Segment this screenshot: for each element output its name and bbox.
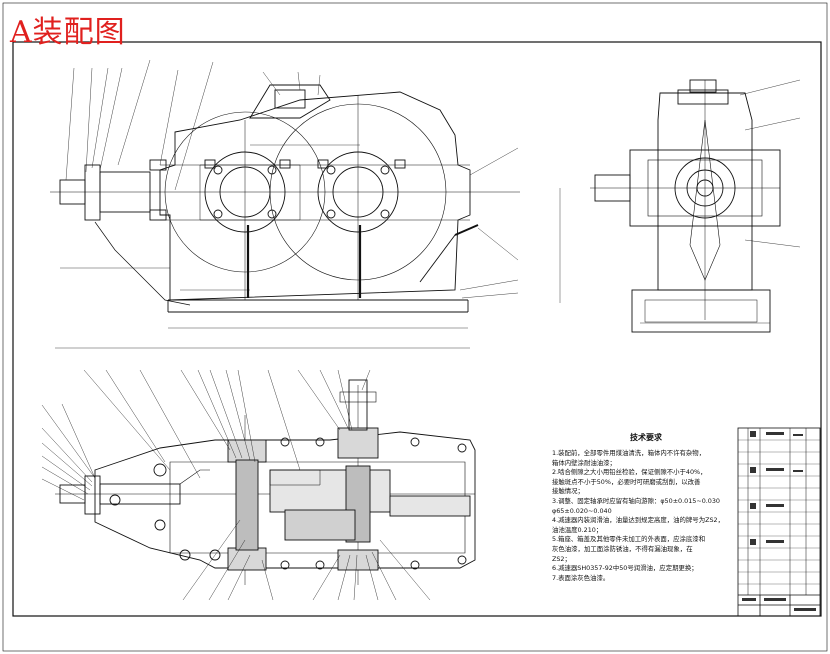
requirement-line: φ65±0.020~0.040 [552, 506, 612, 515]
requirement-line: 5.箱座、箱盖及其他零件未加工的外表面，应涂底漆和 [552, 535, 706, 544]
technical-requirements-heading: 技术要求 [630, 433, 662, 442]
front-view [50, 59, 520, 349]
requirement-line: 7.表面涂灰色油漆。 [552, 573, 610, 582]
requirement-line: 油池温度0.210； [552, 525, 603, 534]
side-view [559, 79, 801, 333]
page-title: A装配图 [10, 15, 126, 50]
requirement-line: 箱体内壁涂耐油油漆； [552, 458, 616, 467]
requirement-line: 6.减速器SH0357-92中50号润滑油，应定期更换； [552, 564, 698, 573]
inner-border [12, 41, 822, 617]
requirement-line: 2.啮合侧隙之大小用铅丝检验，保证侧隙不小于40%， [552, 468, 707, 477]
requirement-line: 接触斑点不小于50%，必要时可研磨或刮削，以改善 [552, 477, 701, 486]
requirement-line: ZS2； [552, 554, 571, 563]
requirement-line: 1.装配前，全部零件用煤油清洗，箱体内不许有杂物， [552, 449, 706, 457]
requirement-line: 3.调整、固定轴承时应留有轴向游隙：φ50±0.015~0.030 [552, 496, 720, 505]
requirement-line: 灰色油漆，加工面涂防锈油，不得有漏油现象，在 [552, 544, 693, 553]
technical-requirements: 技术要求 1.装配前，全部零件用煤油清洗，箱体内不许有杂物， 箱体内壁涂耐油油漆… [552, 432, 732, 583]
title-block-text-marks [742, 431, 816, 611]
title-block [737, 427, 821, 617]
requirement-line: 4.减速器内装润滑油，油量达到规定高度，油的牌号为ZS2， [552, 516, 724, 525]
top-section-view [41, 369, 476, 601]
requirement-line: 接触情况； [552, 487, 584, 496]
title-block-rows [738, 439, 820, 585]
